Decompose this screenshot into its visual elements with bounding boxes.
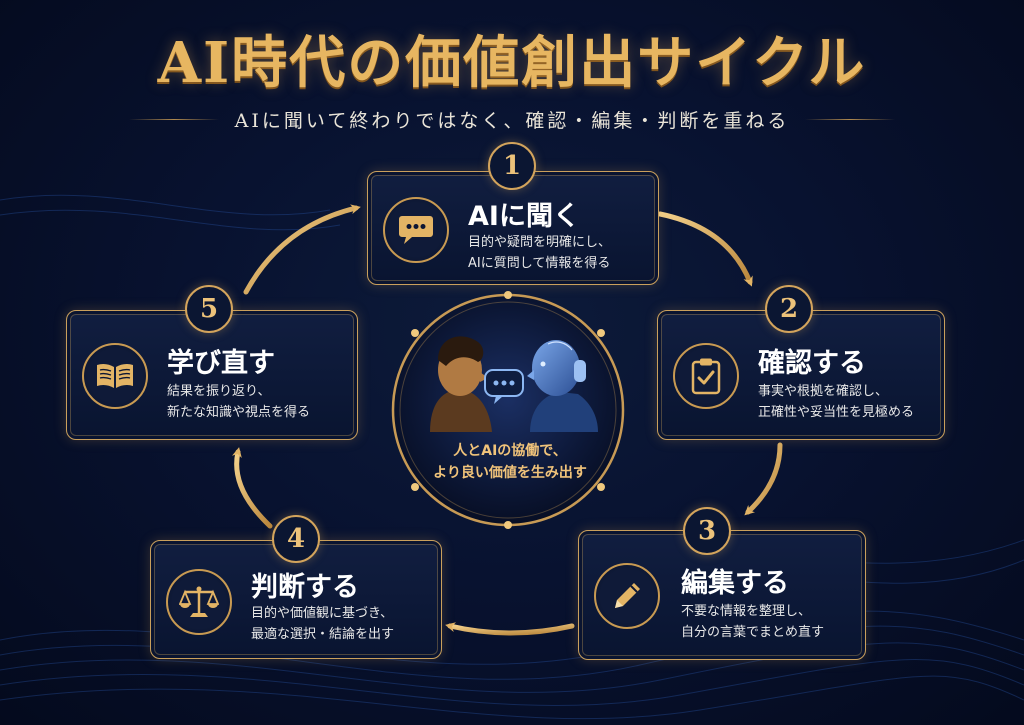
robot-silhouette-icon	[527, 340, 598, 432]
pencil-icon	[594, 563, 660, 629]
subtitle-row: AIに聞いて終わりではなく、確認・編集・判断を重ねる	[0, 104, 1024, 134]
balance-scale-icon	[166, 569, 232, 635]
step-4-description-line-2: 最適な選択・結論を出す	[251, 627, 395, 642]
step-4-title: 判断する	[251, 572, 359, 603]
step-5-number-badge: 5	[185, 285, 233, 333]
center-message-line-1: 人とAIの協働で、	[453, 443, 567, 459]
arrow-3-to-4	[445, 622, 575, 636]
step-3-number-badge: 3	[683, 507, 731, 555]
arrow-2-to-3	[744, 442, 783, 516]
step-3-description-line-1: 不要な情報を整理し、	[681, 604, 812, 619]
speech-bubble-icon	[383, 197, 449, 263]
step-3-description-line-2: 自分の言葉でまとめ直す	[681, 625, 825, 640]
step-card-1: AIに聞く 目的や疑問を明確にし、 AIに質問して情報を得る	[367, 171, 659, 285]
human-silhouette-icon	[430, 336, 492, 432]
page-title: AI時代の価値創出サイクル	[157, 30, 867, 96]
step-2-description: 事実や根拠を確認し、 正確性や妥当性を見極める	[758, 381, 914, 423]
step-5-description: 結果を振り返り、 新たな知識や視点を得る	[167, 381, 310, 423]
step-4-number-badge: 4	[272, 515, 320, 563]
open-book-icon	[82, 343, 148, 409]
step-1-description-line-1: 目的や疑問を明確にし、	[468, 235, 612, 250]
arrow-4-to-5	[232, 447, 273, 529]
step-card-3: 編集する 不要な情報を整理し、 自分の言葉でまとめ直す	[578, 530, 866, 660]
step-card-2: 確認する 事実や根拠を確認し、 正確性や妥当性を見極める	[657, 310, 945, 440]
step-1-title: AIに聞く	[468, 201, 580, 232]
center-message: 人とAIの協働で、 より良い価値を生み出す	[400, 440, 620, 484]
subtitle-divider-right	[805, 118, 896, 120]
step-5-description-line-2: 新たな知識や視点を得る	[167, 405, 311, 420]
step-1-description-line-2: AIに質問して情報を得る	[468, 256, 611, 271]
step-card-5: 学び直す 結果を振り返り、 新たな知識や視点を得る	[66, 310, 358, 440]
step-3-title: 編集する	[681, 568, 789, 599]
step-1-number-badge: 1	[488, 142, 536, 190]
cycle-arrows	[232, 204, 783, 636]
step-4-description: 目的や価値観に基づき、 最適な選択・結論を出す	[251, 603, 394, 645]
step-2-description-line-1: 事実や根拠を確認し、	[758, 384, 889, 399]
step-1-description: 目的や疑問を明確にし、 AIに質問して情報を得る	[468, 232, 611, 274]
step-5-description-line-1: 結果を振り返り、	[167, 384, 271, 399]
step-3-description: 不要な情報を整理し、 自分の言葉でまとめ直す	[681, 601, 824, 643]
step-4-description-line-1: 目的や価値観に基づき、	[251, 606, 394, 621]
center-message-line-2: より良い価値を生み出す	[433, 465, 587, 481]
step-2-number-badge: 2	[765, 285, 813, 333]
subtitle: AIに聞いて終わりではなく、確認・編集・判断を重ねる	[234, 109, 790, 132]
arrow-5-to-1	[243, 204, 361, 295]
arrow-1-to-2	[657, 211, 753, 287]
dialogue-bubble-icon	[484, 369, 524, 404]
step-2-description-line-2: 正確性や妥当性を見極める	[758, 405, 915, 420]
subtitle-divider-left	[128, 118, 219, 120]
step-5-title: 学び直す	[167, 348, 275, 379]
clipboard-check-icon	[673, 343, 739, 409]
step-2-title: 確認する	[758, 348, 866, 379]
